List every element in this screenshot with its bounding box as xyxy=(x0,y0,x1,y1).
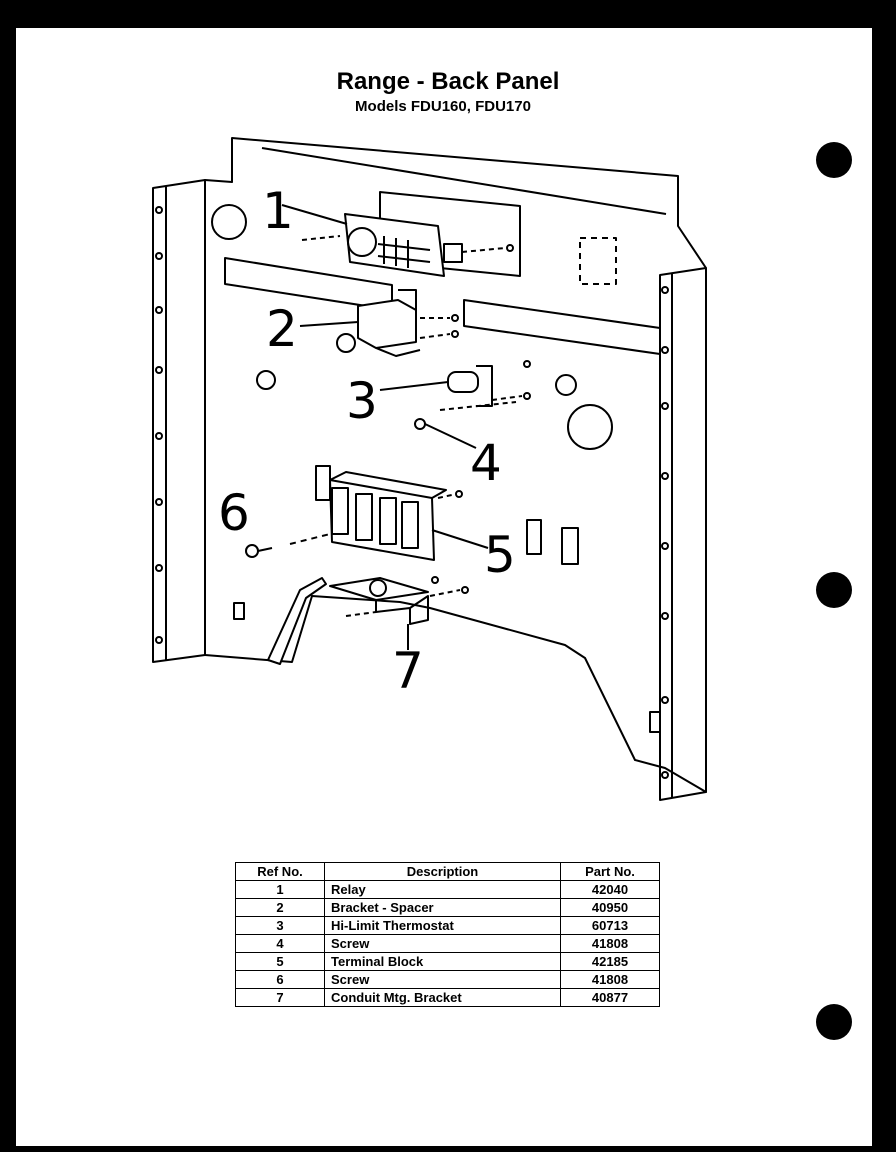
thermostat-part xyxy=(379,360,531,407)
screw-6-part xyxy=(245,533,331,558)
page-subtitle: Models FDU160, FDU170 xyxy=(355,98,531,115)
header-description: Description xyxy=(324,862,561,881)
cell-part-no: 42185 xyxy=(560,952,660,971)
parts-table: Ref No. Description Part No. 1 Relay 420… xyxy=(235,862,660,1007)
cell-ref: 7 xyxy=(235,988,325,1007)
left-flange xyxy=(152,179,206,663)
cell-part-no: 60713 xyxy=(560,916,660,935)
cell-part-no: 41808 xyxy=(560,934,660,953)
back-panel-diagram: 1 2 3 4 5 6 7 xyxy=(152,137,707,801)
cell-part-no: 42040 xyxy=(560,880,660,899)
cell-description: Conduit Mtg. Bracket xyxy=(324,988,561,1007)
cell-part-no: 40950 xyxy=(560,898,660,917)
table-header-row: Ref No. Description Part No. xyxy=(235,862,660,881)
table-row: 7 Conduit Mtg. Bracket 40877 xyxy=(235,988,660,1007)
cell-description: Relay xyxy=(324,880,561,899)
cell-description: Bracket - Spacer xyxy=(324,898,561,917)
table-row: 2 Bracket - Spacer 40950 xyxy=(235,898,660,917)
cell-ref: 5 xyxy=(235,952,325,971)
callout-1: 1 xyxy=(262,182,294,240)
terminal-block-part xyxy=(329,471,489,561)
binder-hole-middle xyxy=(816,572,852,608)
right-flange xyxy=(659,267,707,801)
binder-hole-bottom xyxy=(816,1004,852,1040)
callout-3: 3 xyxy=(346,372,378,430)
flange-screw-holes xyxy=(155,206,669,779)
cell-part-no: 41808 xyxy=(560,970,660,989)
table-row: 4 Screw 41808 xyxy=(235,934,660,953)
cell-description: Screw xyxy=(324,934,561,953)
cell-ref: 4 xyxy=(235,934,325,953)
cell-part-no: 40877 xyxy=(560,988,660,1007)
header-ref-no: Ref No. xyxy=(235,862,325,881)
cell-ref: 3 xyxy=(235,916,325,935)
callout-4: 4 xyxy=(470,434,502,492)
screw-4-part xyxy=(414,401,517,449)
header-part-no: Part No. xyxy=(560,862,660,881)
cell-ref: 2 xyxy=(235,898,325,917)
conduit-bracket-part xyxy=(267,576,469,665)
table-row: 5 Terminal Block 42185 xyxy=(235,952,660,971)
cell-ref: 1 xyxy=(235,880,325,899)
cell-description: Screw xyxy=(324,970,561,989)
cell-description: Terminal Block xyxy=(324,952,561,971)
relay-part xyxy=(281,204,514,277)
table-row: 1 Relay 42040 xyxy=(235,880,660,899)
table-row: 6 Screw 41808 xyxy=(235,970,660,989)
binder-hole-top xyxy=(816,142,852,178)
callout-5: 5 xyxy=(484,526,516,584)
callout-2: 2 xyxy=(266,300,298,358)
callout-7: 7 xyxy=(392,642,424,700)
bracket-spacer-part xyxy=(299,289,459,357)
cell-description: Hi-Limit Thermostat xyxy=(324,916,561,935)
callout-6: 6 xyxy=(218,484,250,542)
table-row: 3 Hi-Limit Thermostat 60713 xyxy=(235,916,660,935)
cell-ref: 6 xyxy=(235,970,325,989)
page-title: Range - Back Panel xyxy=(336,68,560,95)
